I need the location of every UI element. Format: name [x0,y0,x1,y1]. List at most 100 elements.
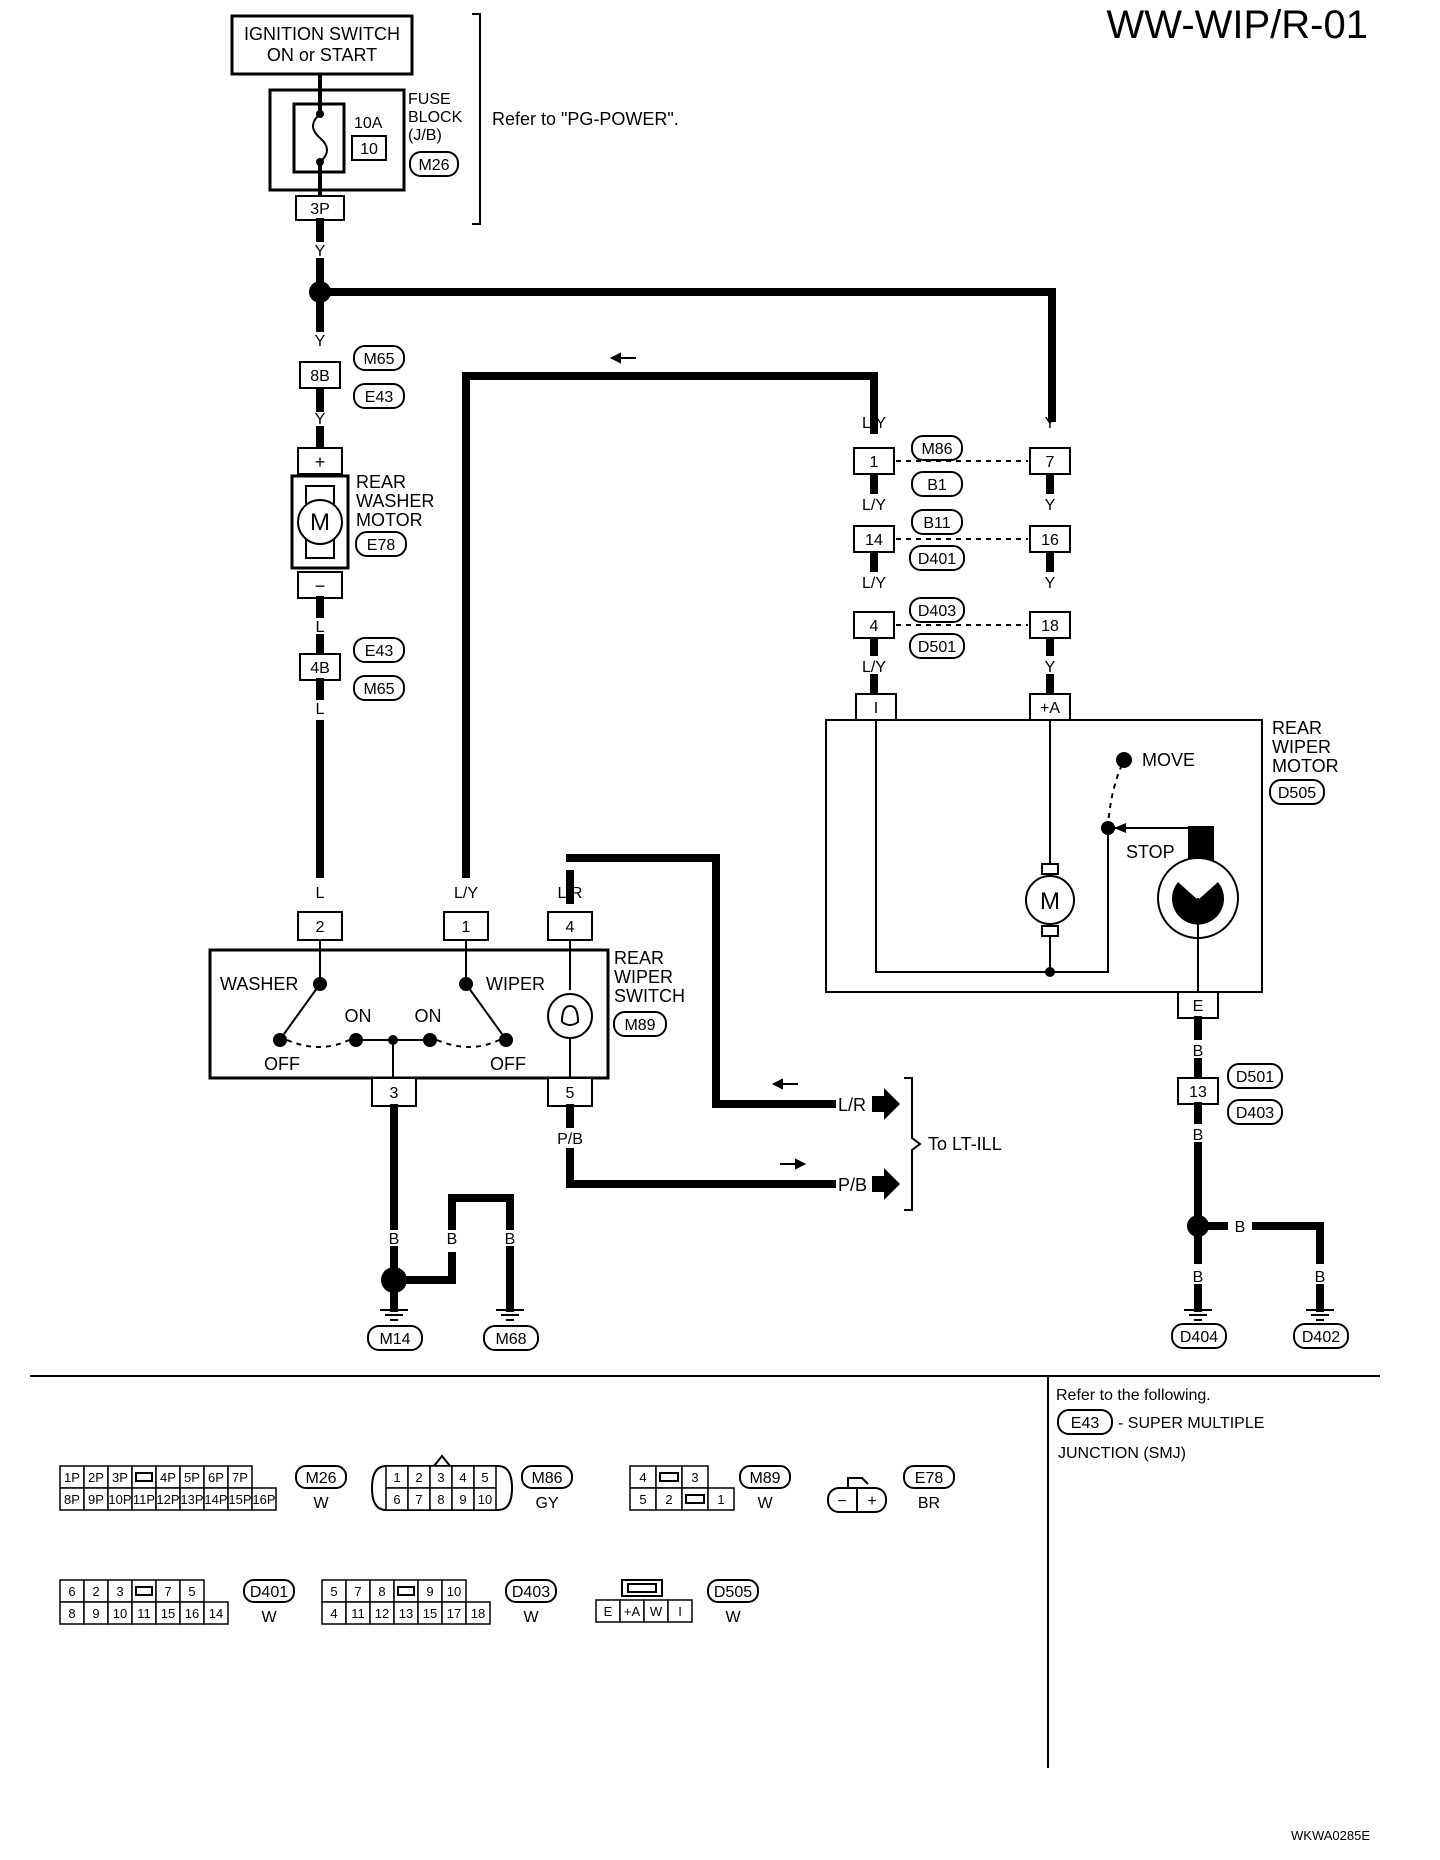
wire-color-y-r4: Y [1045,659,1056,676]
connector-color: W [757,1495,773,1512]
ignition-switch-box: IGNITION SWITCH ON or START [230,14,414,76]
connector-pin: W [650,1604,663,1619]
connector-pin: 9 [459,1492,466,1507]
connector-pin: I [678,1604,682,1619]
pin-14: 14 [865,532,883,549]
connector-pin: 7 [415,1492,422,1507]
connector-pin: 8 [68,1606,75,1621]
fuse-block-label-3: (J/B) [408,127,442,144]
illumination-lamp-icon [547,993,593,1039]
wiper-move-label: MOVE [1142,750,1195,770]
connector-color: W [313,1495,329,1512]
connector-pin: 5 [330,1584,337,1599]
conn-m14: M14 [379,1331,410,1348]
ground-icon [1184,1309,1334,1321]
conn-d401: D401 [918,551,956,568]
refer-line-1: Refer to the following. [1056,1387,1211,1404]
refer-conn: E43 [1071,1415,1100,1432]
sw-off-right: OFF [490,1054,526,1074]
pin-e: E [1193,998,1204,1015]
fuse-pin-3p: 3P [310,201,330,218]
wire-color-y-r2: Y [1045,497,1056,514]
connector-8b: 8B M65 E43 [299,345,405,409]
arrow-left-icon [771,1078,798,1090]
connector-id: D403 [512,1584,550,1601]
junction-dot [381,1267,407,1293]
connector-pin: 8P [64,1492,80,1507]
motor-icon [1025,875,1075,925]
washer-motor-symbol: M [310,509,330,536]
wiper-motor-label-1: REAR [1272,718,1322,738]
conn-m65-b: M65 [363,681,394,698]
connector-pin: 4 [330,1606,337,1621]
lt-ill-pb: P/B [838,1175,867,1195]
connector-pin: 3P [112,1470,128,1485]
wiper-motor-label-2: WIPER [1272,737,1331,757]
connector-id: E78 [915,1470,944,1487]
wire-color-b-1: B [389,1231,400,1248]
connector-pin: 13 [399,1606,413,1621]
connector-pin: − [837,1493,846,1510]
pin-16: 16 [1041,532,1059,549]
conn-m89: M89 [624,1017,655,1034]
connector-pin: 5 [639,1492,646,1507]
ground-icon [380,1309,524,1321]
wire-lr [566,854,836,1108]
wire-color-y-2: Y [315,333,326,350]
connector-pin: 11 [351,1606,365,1621]
connector-pin: 7P [232,1470,248,1485]
connector-pin: 10 [478,1492,492,1507]
connector-pin: 15 [161,1606,175,1621]
arrow-left-icon [609,352,636,364]
wire-pb [566,1148,836,1188]
pin-8b: 8B [310,368,330,385]
rear-washer-motor: + M − REAR WASHER MOTOR E78 [290,447,434,599]
refer-pg-power: Refer to "PG-POWER". [492,109,679,129]
connector-13: 13 D501 D403 [1177,1063,1283,1125]
connector-pin: 15 [423,1606,437,1621]
fuse-amp: 10A [354,115,383,132]
rear-wiper-switch: 2 1 4 3 5 WASHER WIPER ON ON OFF OFF R [208,911,685,1107]
connector-pin: 8 [437,1492,444,1507]
connector-pin: 10 [113,1606,127,1621]
connector-pin: 11 [137,1606,151,1621]
wire-color-ly-2: L/Y [862,497,886,514]
refer-line-3: JUNCTION (SMJ) [1058,1445,1186,1462]
wire-y-to-wiper [326,288,1056,422]
washer-motor-label-2: WASHER [356,491,434,511]
connector-pin: +A [624,1604,641,1619]
motor-icon [297,499,343,545]
wire-color-pb: P/B [557,1131,583,1148]
wire-color-b-r3: B [1235,1219,1246,1236]
connector-pin: + [867,1493,876,1510]
wire-color-b-2: B [447,1231,458,1248]
pin-minus: − [315,576,326,596]
conn-e78: E78 [367,537,396,554]
pin-7: 7 [1046,454,1055,471]
connector-pin: 17 [447,1606,461,1621]
wiper-stop-label: STOP [1126,842,1175,862]
connector-1-7: 1 7 M86 B1 [853,435,1071,497]
pin-plus: + [315,452,326,472]
conn-d402: D402 [1302,1329,1340,1346]
connector-id: M86 [531,1470,562,1487]
connector-pin: 2 [665,1492,672,1507]
connector-pin: 1 [393,1470,400,1485]
washer-motor-label-1: REAR [356,472,406,492]
junction-dot [309,281,331,303]
rear-wiper-motor: I +A M MOVE STOP REAR WIPER MOTOR D505 E [825,693,1339,1019]
sw-on-right: ON [415,1006,442,1026]
connector-pin: 1P [64,1470,80,1485]
conn-d505: D505 [1278,785,1316,802]
connector-pin: 8 [378,1584,385,1599]
conn-b1: B1 [927,477,947,494]
wire-color-ly-sw: L/Y [454,885,478,902]
conn-d403-a: D403 [918,603,956,620]
pin-4: 4 [870,618,879,635]
arrow-right-icon [780,1158,807,1170]
connector-color: BR [918,1495,940,1512]
connector-pin: 4P [160,1470,176,1485]
connector-pin: 12P [156,1492,179,1507]
connector-pin: 14 [209,1606,223,1621]
fuse-conn-m26: M26 [418,157,449,174]
